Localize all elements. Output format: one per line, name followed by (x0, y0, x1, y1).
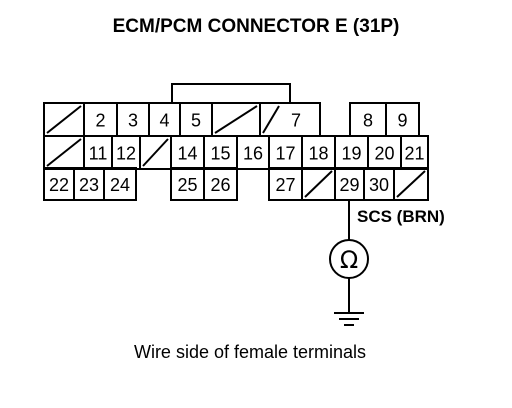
terminal-label: 23 (79, 175, 99, 195)
terminal-label: 7 (291, 111, 301, 131)
terminal-label: 16 (243, 144, 263, 164)
empty-cavity (393, 167, 429, 201)
terminal-label: 20 (374, 144, 394, 164)
cavity-slash (142, 138, 169, 167)
terminal-label: 12 (116, 144, 136, 164)
cavity-slash (46, 105, 82, 134)
terminal-label: 26 (210, 175, 230, 195)
terminal-label: 3 (128, 111, 138, 131)
ground-icon (334, 312, 364, 326)
terminal-label: 8 (363, 111, 373, 131)
diagram-title: ECM/PCM CONNECTOR E (31P) (113, 16, 400, 37)
cavity-slash (304, 170, 333, 198)
terminal-label: 25 (177, 175, 197, 195)
terminal-label: 5 (191, 111, 201, 131)
terminal-label: 30 (369, 175, 389, 195)
terminal-label: 4 (159, 111, 169, 131)
terminal-label: 18 (308, 144, 328, 164)
terminal-label: 17 (275, 144, 295, 164)
terminal-26 (203, 167, 238, 201)
terminal-label: 9 (397, 111, 407, 131)
locking-tab (171, 83, 291, 103)
terminal-label: 29 (339, 175, 359, 195)
ohm-symbol: Ω (340, 246, 358, 274)
terminal-label: 21 (404, 144, 424, 164)
terminal-label: 24 (110, 175, 130, 195)
terminal-label: 15 (210, 144, 230, 164)
terminal-label: 14 (177, 144, 197, 164)
terminal-label: 11 (89, 144, 108, 164)
terminal-label: 19 (341, 144, 361, 164)
cavity-slash (214, 105, 258, 134)
terminal-label: 27 (275, 175, 295, 195)
cavity-slash (46, 138, 82, 167)
diagram-caption: Wire side of female terminals (134, 342, 366, 362)
terminal-24 (103, 167, 137, 201)
wire-label: SCS (BRN) (357, 207, 445, 226)
terminal-label: 2 (95, 111, 105, 131)
cavity-slash (262, 105, 280, 134)
terminal-label: 22 (49, 175, 69, 195)
cavity-slash (396, 170, 426, 198)
